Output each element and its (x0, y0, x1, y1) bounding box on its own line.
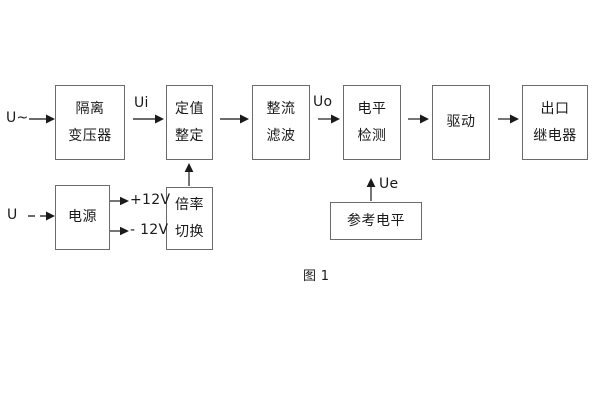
label-minus-12v: - 12V (130, 222, 169, 238)
arrowhead-ac-input (46, 114, 55, 124)
block-label-line: 倍率 (175, 196, 204, 213)
block-multiplier-switch: 倍率 切换 (166, 187, 213, 250)
arrowhead-ui (155, 114, 164, 124)
arrowhead-multiplier-to-setting (184, 163, 194, 172)
block-rectify-filter: 整流 滤波 (252, 85, 310, 160)
block-power-supply: 电源 (55, 185, 110, 250)
block-level-detection: 电平 检测 (343, 85, 401, 160)
block-label-line: 驱动 (446, 114, 476, 131)
block-label-line: 隔离 (75, 100, 105, 117)
arrowhead-minus-12v (120, 226, 129, 236)
figure-caption: 图 1 (303, 269, 330, 284)
label-ue: Ue (379, 176, 399, 192)
block-isolation-transformer: 隔离 变压器 (55, 85, 125, 160)
block-output-relay: 出口 继电器 (522, 85, 588, 160)
label-ui: Ui (134, 95, 149, 111)
label-uo: Uo (313, 94, 333, 110)
arrowhead-level-to-drive (420, 114, 429, 124)
block-label-line: 切换 (175, 223, 204, 240)
block-label-line: 出口 (540, 100, 570, 117)
block-label-line: 电源 (68, 209, 97, 226)
block-label-line: 定值 (175, 100, 204, 117)
block-setting-value: 定值 整定 (166, 85, 213, 160)
arrowhead-dc-input (46, 211, 55, 221)
block-label-line: 电平 (357, 100, 387, 117)
arrowhead-plus-12v (120, 196, 129, 206)
block-label-line: 整流 (266, 100, 296, 117)
arrowhead-drive-to-relay (510, 114, 519, 124)
block-drive: 驱动 (432, 85, 490, 160)
arrowhead-uo (331, 114, 340, 124)
block-label-line: 变压器 (68, 127, 112, 144)
block-label-line: 检测 (357, 127, 387, 144)
arrowhead-ue (366, 178, 376, 187)
arrowhead-setting-to-rectify (240, 114, 249, 124)
block-label-line: 滤波 (266, 127, 296, 144)
label-dc-input: U (7, 207, 18, 223)
block-label-line: 继电器 (533, 127, 577, 144)
block-label-line: 参考电平 (347, 212, 405, 229)
label-plus-12v: +12V (130, 192, 171, 208)
block-label-line: 整定 (175, 127, 204, 144)
label-ac-input: U~ (6, 110, 29, 126)
block-reference-level: 参考电平 (330, 202, 422, 240)
